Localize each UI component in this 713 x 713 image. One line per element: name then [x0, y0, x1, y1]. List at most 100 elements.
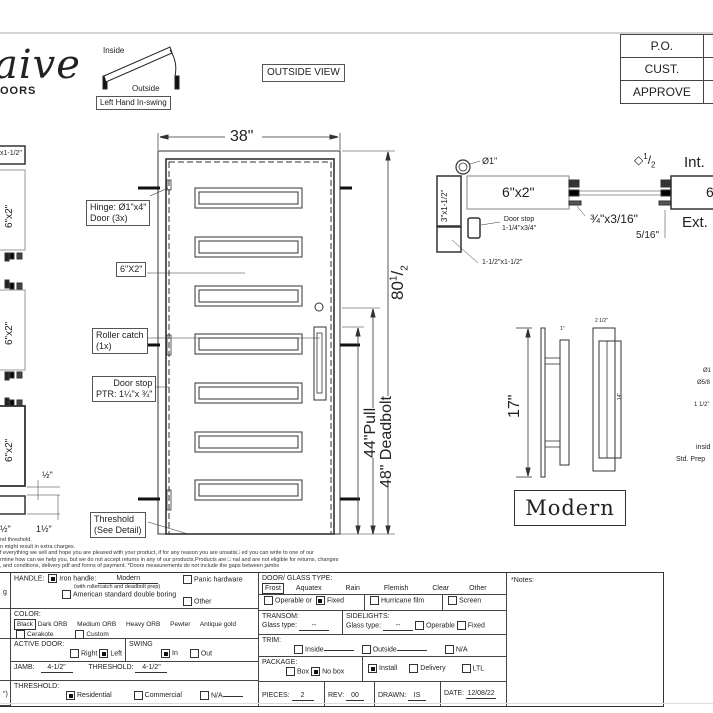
exterior-label: Ext. [682, 214, 708, 231]
package-nobox-checkbox[interactable] [311, 667, 321, 676]
threshold-na-checkbox[interactable] [199, 691, 209, 700]
glass-option-flemish[interactable]: Flemish [383, 585, 409, 592]
trim-outside-checkbox[interactable] [361, 645, 371, 654]
color-option-heavy-orb[interactable]: Heavy ORB [125, 621, 161, 628]
threshold-commercial-checkbox[interactable] [133, 691, 143, 700]
left-frame-label: x1-1/2" [0, 150, 22, 157]
ltl-checkbox[interactable] [461, 664, 471, 673]
transom-glass-value[interactable]: -- [298, 621, 329, 631]
american-boring-checkbox[interactable] [62, 590, 71, 600]
iron-handle-value[interactable]: Modern [98, 574, 159, 585]
color-option-black[interactable]: Black [14, 619, 36, 630]
swing-in-checkbox[interactable] [161, 649, 170, 658]
package-box-checkbox[interactable] [286, 667, 295, 676]
square-tube-label: ◇1/2 [634, 152, 656, 170]
screen-section: Screen [443, 595, 507, 611]
hw-note-1: Ø1 [703, 368, 712, 374]
left-dim-half: ½" [42, 470, 53, 480]
color-option-dark-orb[interactable]: Dark ORB [37, 621, 68, 628]
active-left-checkbox[interactable] [99, 649, 109, 658]
roller-catch-callout: Roller catch(1x) [92, 328, 148, 354]
width-dimension: 38" [230, 128, 254, 145]
pieces-section: PIECES: 2 [259, 682, 325, 706]
operable-checkbox[interactable] [264, 596, 273, 605]
other-handle-checkbox[interactable] [183, 597, 192, 606]
hurricane-film-checkbox[interactable] [370, 596, 379, 605]
drawn-section: DRAWN: IS [375, 682, 441, 706]
glass-option-frost[interactable]: Frost [262, 583, 284, 594]
drawn-value[interactable]: IS [408, 691, 427, 701]
view-label: OUTSIDE VIEW [262, 64, 345, 82]
jamb-section: JAMB: 4-1/2" THRESHOLD: 4-1/2" [11, 662, 259, 681]
top-section-detail [436, 159, 713, 264]
left-glass-label-2: 6"x2" [4, 321, 15, 345]
handle-section: HANDLE: Iron handle: Modern Panic hardwa… [11, 573, 259, 609]
sidelights-operable-checkbox[interactable] [414, 621, 424, 630]
trim-inside-checkbox[interactable] [294, 645, 303, 654]
active-right-checkbox[interactable] [69, 649, 79, 658]
swing-type-label: Left Hand In-swing [96, 96, 171, 110]
delivery-checkbox[interactable] [409, 664, 419, 673]
glass-type-section: DOOR/ GLASS TYPE: Frost Aquatex Rain Fle… [259, 573, 507, 595]
color-option-medium-orb[interactable]: Medium ORB [77, 621, 117, 628]
swing-out-checkbox[interactable] [189, 649, 199, 658]
jamb-value[interactable]: 4-1/2" [40, 663, 73, 673]
custom-checkbox[interactable] [75, 630, 85, 639]
sidelights-fixed-checkbox[interactable] [456, 621, 466, 630]
approve-value[interactable] [702, 80, 713, 104]
install-checkbox[interactable] [368, 664, 377, 673]
cerakote-checkbox[interactable] [16, 630, 25, 639]
fixed-checkbox[interactable] [315, 596, 325, 605]
sidelights-glass-value[interactable]: -- [382, 621, 413, 632]
left-dim-left-half: ½" [0, 524, 11, 534]
hw-note-2: Ø5/8 [697, 380, 711, 386]
pieces-value[interactable]: 2 [291, 691, 314, 701]
date-value[interactable]: 12/08/22 [466, 690, 497, 699]
po-value[interactable] [702, 34, 713, 58]
height-dimension: 801/2 [388, 265, 411, 300]
glass-option-aquatex[interactable]: Aquatex [295, 585, 322, 592]
color-option-pewter[interactable]: Pewter [170, 621, 191, 628]
glass-section-label: 6"x2" [502, 184, 535, 200]
approval-table: P.O. CUST. APPROVE [620, 34, 713, 104]
glass-option-other[interactable]: Other [469, 585, 487, 592]
threshold-depth-value[interactable]: 4-1/2" [135, 663, 168, 673]
hurricane-section: Hurricane film [365, 595, 443, 611]
interior-label: Int. [684, 154, 705, 171]
diameter-label: Ø1" [482, 156, 498, 166]
approve-label: APPROVE [620, 80, 704, 104]
operable-fixed-section: Operable or Fixed [259, 595, 365, 611]
gap-label: 5/16" [636, 230, 660, 241]
brand-logo-subtitle: OORS [0, 85, 37, 97]
hw-note-3: 1 1/2" [694, 402, 710, 408]
door-elevation [138, 133, 395, 535]
threshold-callout: Threshold(See Detail) [90, 512, 146, 538]
hinge-callout: Hinge: Ø1"x4"Door (3x) [86, 200, 151, 226]
threshold-residential-checkbox[interactable] [66, 691, 75, 700]
cust-value[interactable] [702, 57, 713, 81]
handle-width-dim: 2 1/2" [595, 318, 608, 324]
cust-label: CUST. [620, 57, 704, 81]
iron-handle-checkbox[interactable] [48, 574, 58, 583]
handle-side-dim: 1" [560, 326, 565, 332]
panic-hardware-checkbox[interactable] [183, 575, 192, 584]
left-section-detail [0, 145, 60, 520]
handle-detail [516, 327, 622, 478]
footer-divider [0, 703, 713, 704]
glass-option-rain[interactable]: Rain [345, 585, 360, 592]
glass-section-label-right: 6 [706, 184, 713, 200]
screen-checkbox[interactable] [448, 596, 457, 605]
left-glass-label-1: 6"x2" [4, 204, 15, 228]
strip-label: ¾"x3/16" [590, 212, 638, 226]
rev-value[interactable]: 00 [346, 691, 365, 701]
trim-na-checkbox[interactable] [444, 645, 454, 654]
glass-option-clear[interactable]: Clear [432, 585, 450, 592]
left-glass-label-3: 6"x2" [4, 438, 15, 462]
color-option-antique-gold[interactable]: Antique gold [199, 621, 236, 628]
